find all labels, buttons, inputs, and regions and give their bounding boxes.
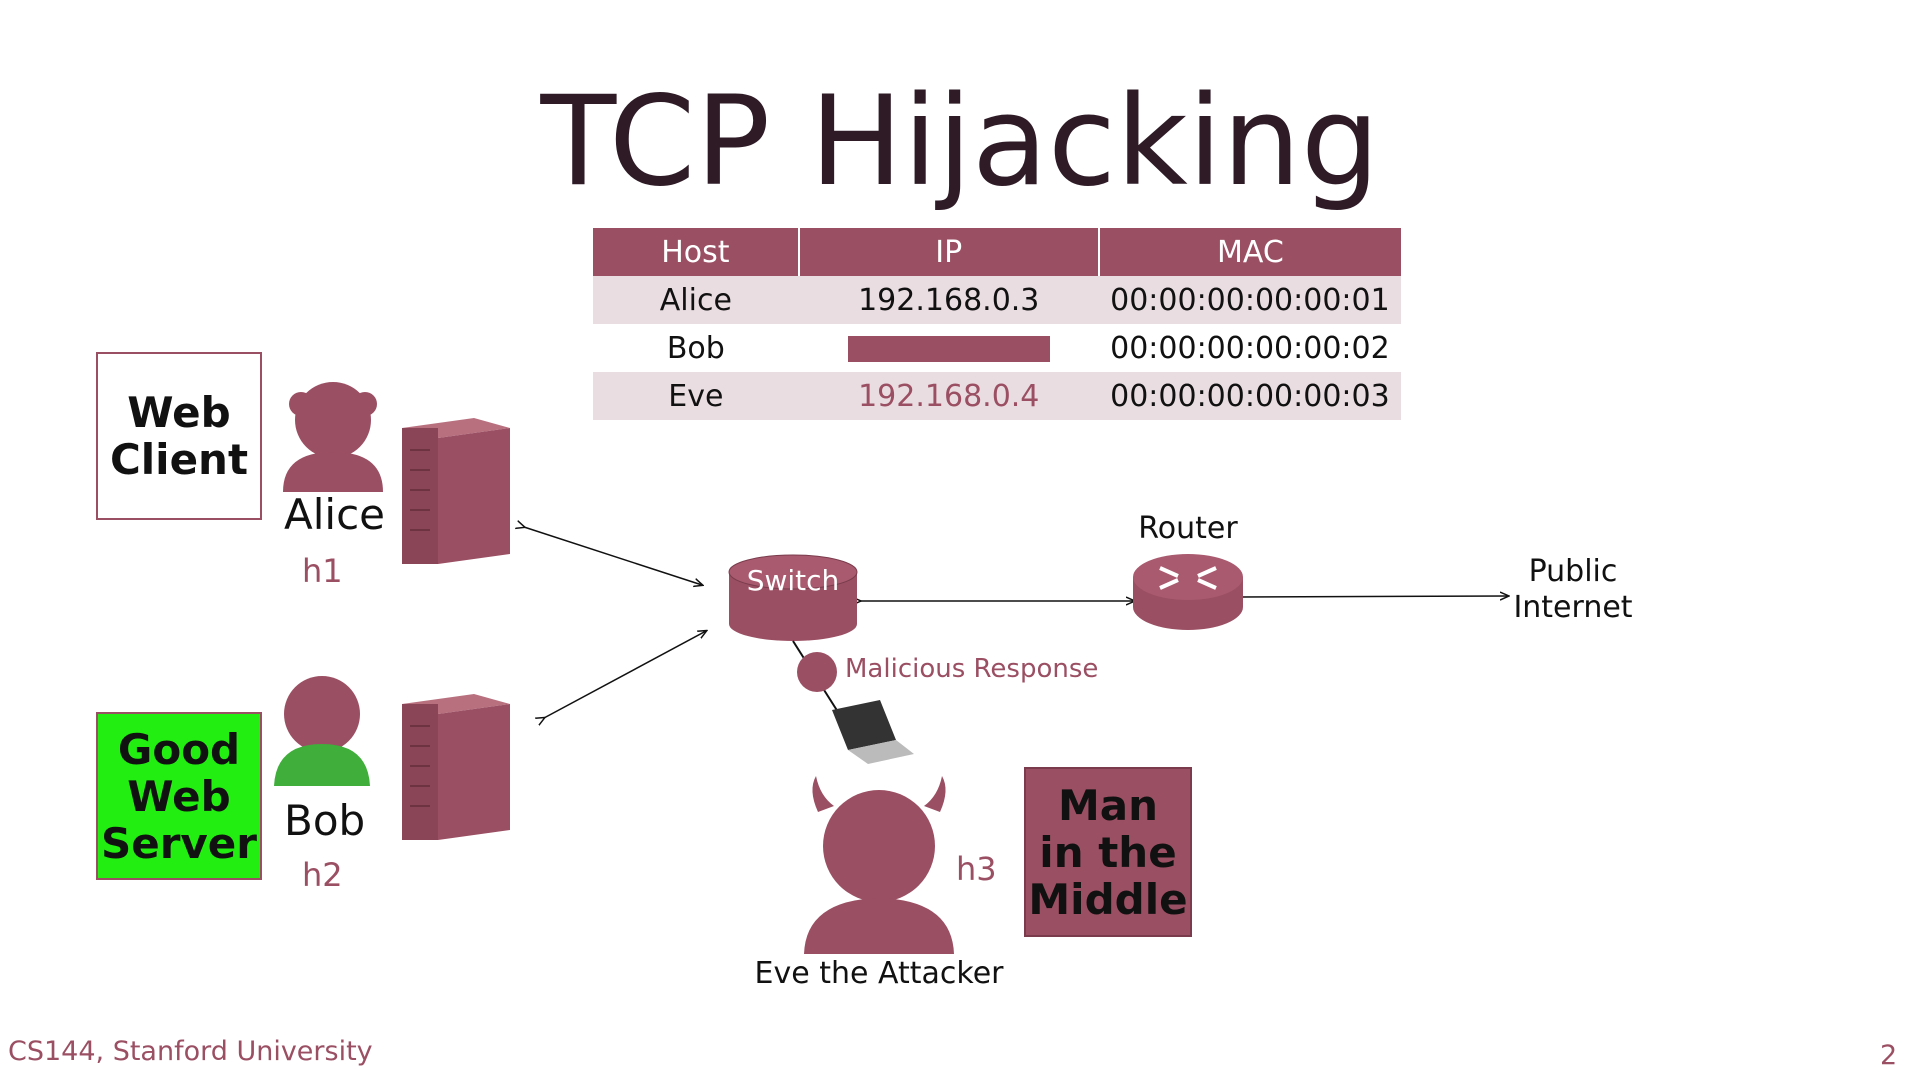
box-line: Man [1057,780,1159,830]
bob-switch-link [544,631,706,718]
box-line: Server [100,818,258,868]
box-line: Web [127,771,231,821]
slide-title: TCP Hijacking [540,70,1380,214]
cell-mac: 00:00:00:00:00:03 [1098,372,1401,420]
alice-host-label: h1 [302,552,343,590]
table-row: Alice 192.168.0.3 00:00:00:00:00:01 [593,276,1401,324]
cell-host: Alice [593,276,799,324]
alice-person-icon [283,382,383,492]
malicious-response-dot [797,652,837,692]
cell-mac: 00:00:00:00:00:01 [1098,276,1401,324]
header-mac: MAC [1098,228,1401,276]
footer-text: CS144, Stanford University [8,1036,373,1067]
box-line: Good [117,724,241,774]
man-in-the-middle-box: Man in the Middle [1024,767,1192,937]
laptop-icon [832,700,914,764]
switch-icon [728,554,858,641]
page-number: 2 [1880,1040,1898,1071]
table-row: Eve 192.168.0.4 00:00:00:00:00:03 [593,372,1401,420]
router-icon [1133,554,1243,630]
host-table: Host IP MAC Alice 192.168.0.3 00:00:00:0… [593,228,1401,420]
cell-host: Bob [666,330,725,366]
bob-server-icon [402,694,510,840]
eve-name: Eve the Attacker [754,956,1004,991]
table-header-row: Host IP MAC [593,228,1401,276]
switch-label: Switch [746,564,840,597]
eve-devil-icon [804,776,954,954]
box-line: Middle [1028,874,1188,924]
alice-switch-link [524,527,702,585]
router-internet-link [1240,596,1508,597]
cell-host: Eve [593,372,799,420]
cell-mac: 00:00:00:00:00:02 [1110,330,1390,366]
box-line: Client [109,435,249,484]
header-host: Host [593,228,800,276]
good-web-server-box: Good Web Server [96,712,262,880]
bob-person-icon [274,676,370,786]
bob-host-label: h2 [302,856,343,894]
cell-ip: 192.168.0.4 [798,372,1099,420]
malicious-response-label: Malicious Response [845,654,1099,684]
bob-name: Bob [284,796,366,845]
box-line: in the [1039,827,1177,877]
cell-ip: 192.168.0.3 [798,276,1099,324]
header-ip: IP [798,228,1100,276]
router-label: Router [1138,511,1238,546]
alice-name: Alice [284,490,386,539]
box-line: Web [127,388,231,437]
web-client-box: Web Client [96,352,262,520]
internet-line: Internet [1513,590,1633,625]
redacted-ip-bar [847,336,1050,362]
table-row: Bob 00:00:00:00:00:02 [593,324,1401,372]
cell-ip [799,324,1099,372]
internet-line: Public [1528,554,1618,589]
alice-server-icon [402,418,510,564]
eve-host-label: h3 [956,850,997,888]
public-internet-label: Public Internet [1508,554,1638,626]
